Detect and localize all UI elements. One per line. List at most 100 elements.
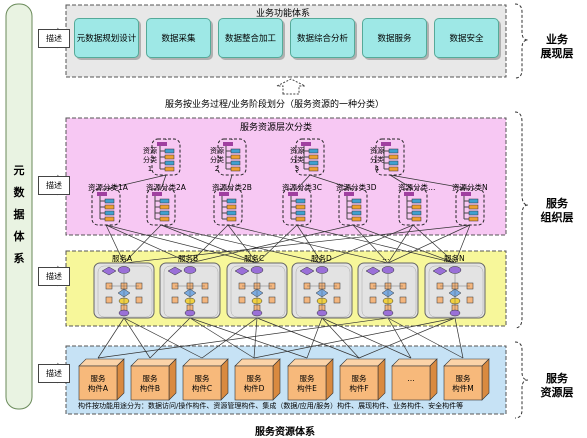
organization-side-line2: 组织层 bbox=[540, 211, 574, 224]
svc-comp-line-7 bbox=[201, 317, 258, 359]
presentation-side-line2: 展现层 bbox=[540, 47, 574, 60]
svc-comp-line-17 bbox=[358, 317, 456, 359]
top-sub-line-6 bbox=[389, 174, 414, 190]
biz-box-data-analysis: 数据综合分析 bbox=[290, 18, 355, 58]
component-cube-5 bbox=[287, 358, 334, 401]
component-cube-6 bbox=[339, 358, 386, 401]
brace-resource bbox=[514, 341, 529, 419]
service-box-3 bbox=[226, 262, 288, 319]
sub-svc-line-21 bbox=[123, 224, 471, 264]
sub-class-icon-7 bbox=[455, 188, 485, 226]
service-label-c: 服务C bbox=[244, 254, 265, 263]
top-class-icon-2 bbox=[217, 138, 247, 176]
meta-char-3: 据 bbox=[13, 208, 25, 221]
biz-box-metadata-planning: 元数据规划设计 bbox=[74, 18, 139, 58]
component-label-8: 服务构件M bbox=[449, 374, 477, 394]
top-class-1-l2: 分类 bbox=[143, 156, 157, 164]
service-box-5 bbox=[357, 262, 419, 319]
top-class-label-3: 资源 分类 3 bbox=[290, 147, 304, 174]
sub-svc-line-18 bbox=[412, 224, 456, 264]
presentation-layer-title: 业务功能体系 bbox=[256, 9, 311, 19]
meta-char-2: 数 bbox=[13, 186, 25, 199]
component-cube-3 bbox=[182, 358, 229, 401]
meta-char-5: 系 bbox=[13, 252, 25, 265]
service-label-more: … bbox=[382, 253, 390, 262]
component-label-1-line2: 构件A bbox=[87, 384, 109, 393]
top-class-4-l2: 分类 bbox=[370, 156, 384, 164]
svc-comp-line-9 bbox=[256, 317, 360, 359]
component-label-2-line1: 服务 bbox=[142, 374, 158, 383]
svc-comp-line-12 bbox=[321, 317, 412, 359]
resource-side-line1: 服务 bbox=[546, 372, 568, 385]
sub-class-icon-2 bbox=[146, 188, 176, 226]
describe-label-organization: 描述 bbox=[38, 176, 70, 195]
sub-class-icon-1 bbox=[91, 188, 121, 226]
sub-class-label-3c: 资源分类3C bbox=[282, 183, 323, 192]
service-label-n: 服务N bbox=[444, 254, 465, 263]
sub-svc-line-7 bbox=[189, 224, 229, 264]
component-label-8-line1: 服务 bbox=[455, 374, 471, 383]
sub-class-label-more: 资源分类… bbox=[398, 183, 436, 192]
sub-svc-line-20 bbox=[454, 224, 471, 264]
component-label-4-line1: 服务 bbox=[246, 374, 262, 383]
svc-comp-line-13 bbox=[97, 317, 389, 359]
meta-data-bar bbox=[5, 3, 33, 410]
component-label-7-line1: … bbox=[407, 374, 415, 383]
sub-svc-line-16 bbox=[321, 224, 414, 264]
top-class-1-l3: 1 bbox=[147, 165, 153, 173]
sub-svc-line-4 bbox=[123, 224, 162, 264]
service-label-b: 服务B bbox=[178, 254, 199, 263]
sub-class-icon-4 bbox=[282, 188, 312, 226]
describe-label-resource: 描述 bbox=[38, 364, 70, 383]
top-class-label-4: 资源 分类 4 bbox=[370, 147, 384, 174]
service-box-4 bbox=[291, 262, 353, 319]
component-cube-2 bbox=[130, 358, 177, 401]
service-boxes bbox=[93, 262, 486, 319]
sub-class-label-2b: 资源分类2B bbox=[212, 183, 252, 192]
service-box-2 bbox=[159, 262, 221, 319]
top-sub-line-4 bbox=[296, 174, 311, 190]
top-sub-line-5 bbox=[309, 174, 354, 190]
component-label-3-line1: 服务 bbox=[194, 374, 210, 383]
component-cube-1 bbox=[78, 358, 125, 401]
organization-layer-box bbox=[65, 117, 507, 236]
component-label-8-line2: 构件M bbox=[452, 384, 474, 393]
svc-comp-line-16 bbox=[253, 317, 456, 359]
sub-svc-line-1 bbox=[105, 224, 125, 264]
svc-comp-line-1 bbox=[97, 317, 125, 359]
sub-svc-line-13 bbox=[189, 224, 354, 264]
component-label-1-line1: 服务 bbox=[90, 374, 106, 383]
classification-icons bbox=[91, 138, 485, 226]
footer-title: 服务资源体系 bbox=[255, 427, 315, 438]
component-label-4: 服务构件D bbox=[240, 374, 268, 394]
sub-svc-line-17 bbox=[387, 224, 414, 264]
service-label-d: 服务D bbox=[311, 254, 332, 263]
component-label-1: 服务构件A bbox=[84, 374, 112, 394]
svc-comp-line-3 bbox=[123, 317, 203, 359]
top-class-3-l3: 3 bbox=[294, 165, 300, 173]
sub-svc-line-11 bbox=[296, 224, 323, 264]
top-class-3-l1: 资源 bbox=[290, 147, 304, 155]
organization-layer-title: 服务资源层次分类 bbox=[240, 123, 313, 133]
brace-organization bbox=[514, 111, 529, 329]
top-class-2-l1: 资源 bbox=[210, 147, 224, 155]
component-cube-7 bbox=[391, 358, 438, 401]
component-label-3: 服务构件C bbox=[188, 374, 216, 394]
describe-label-service: 描述 bbox=[38, 267, 70, 286]
top-class-3-l2: 分类 bbox=[290, 156, 304, 164]
top-sub-line-7 bbox=[389, 174, 471, 190]
top-sub-line-1 bbox=[105, 174, 167, 190]
service-box-6 bbox=[424, 262, 486, 319]
organization-layer-side-label: 服务 组织层 bbox=[532, 197, 582, 225]
component-label-3-line2: 构件C bbox=[191, 384, 213, 393]
sub-class-label-2a: 资源分类2A bbox=[146, 183, 186, 192]
svc-comp-line-4 bbox=[149, 317, 191, 359]
sub-svc-line-19 bbox=[387, 224, 471, 264]
svc-comp-line-8 bbox=[253, 317, 258, 359]
biz-box-data-service: 数据服务 bbox=[362, 18, 427, 58]
presentation-layer-side-label: 业务 展现层 bbox=[532, 33, 582, 61]
sub-svc-line-10 bbox=[256, 224, 298, 264]
service-label-a: 服务A bbox=[112, 254, 133, 263]
brace-presentation bbox=[514, 3, 529, 79]
